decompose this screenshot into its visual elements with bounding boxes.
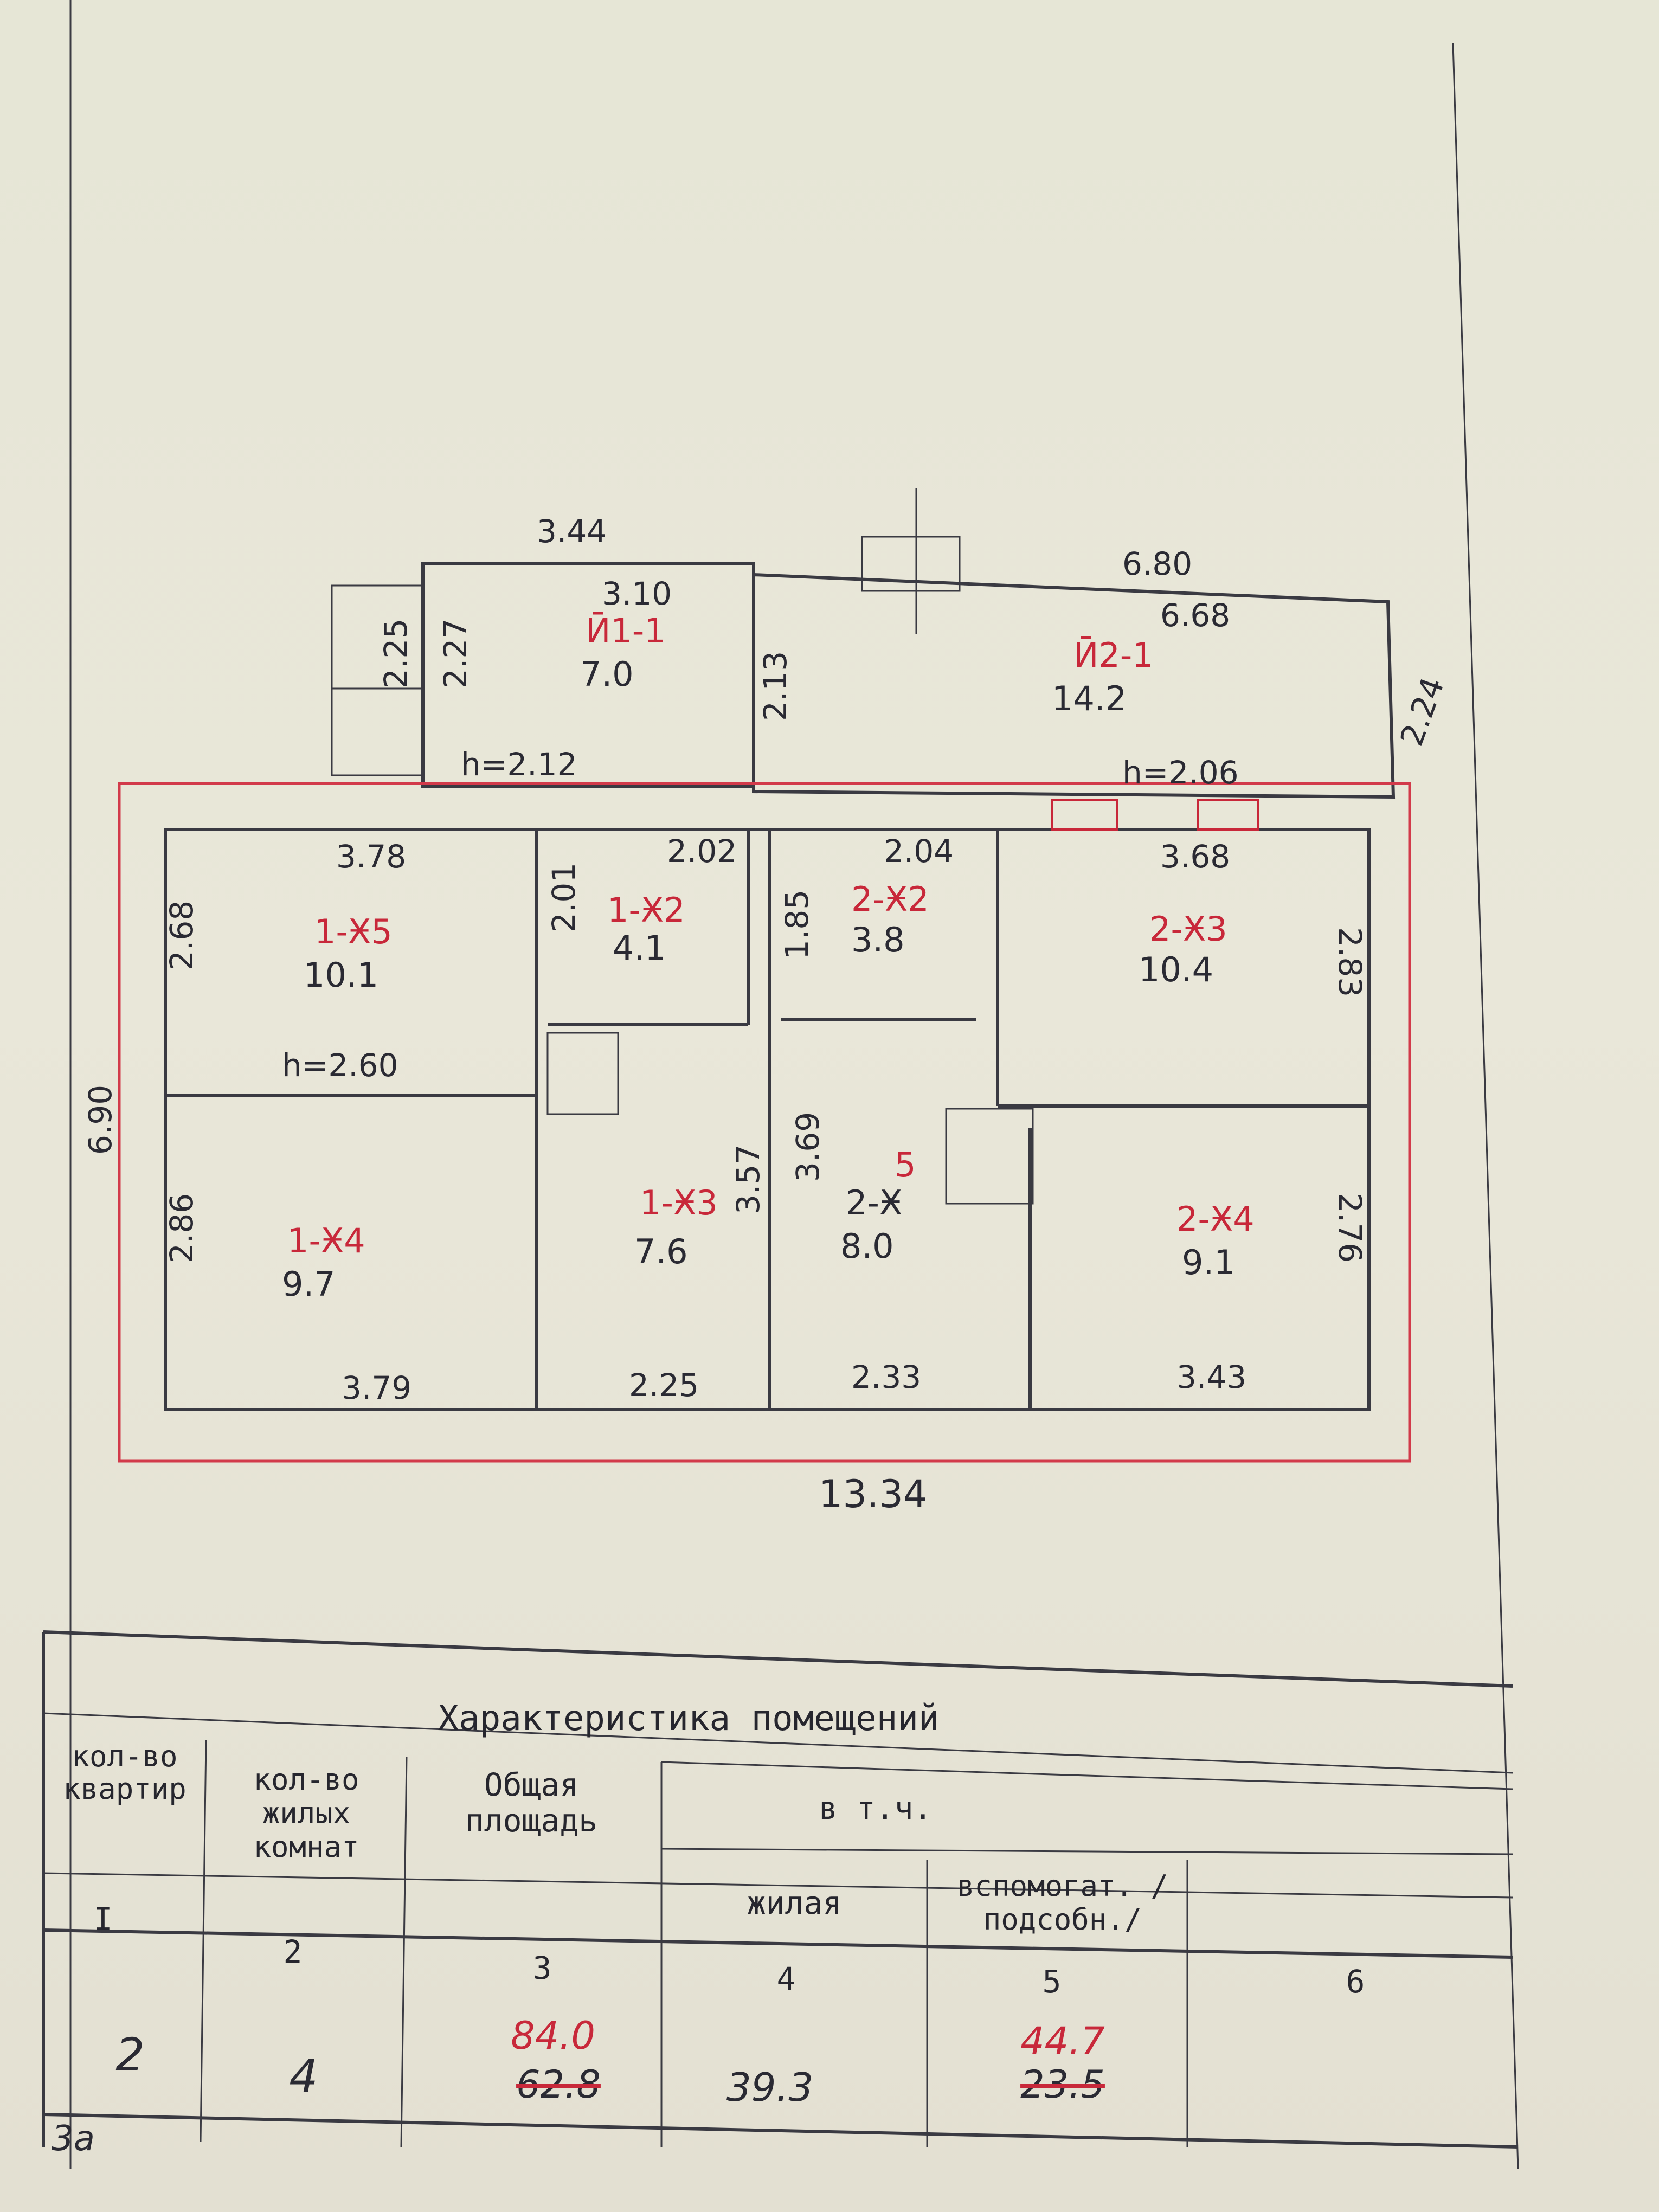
col-number-2: 2	[283, 1933, 303, 1970]
room-label-r22: 2-Ӿ2	[851, 879, 929, 919]
room-area-a1: 7.0	[580, 654, 634, 694]
room-area-r14: 9.7	[282, 1264, 336, 1304]
header-living: жилая	[747, 1885, 842, 1921]
dim-room23-h: 2.83	[1332, 927, 1368, 997]
dim-annex2-inner: 6.68	[1160, 597, 1230, 634]
dim-annex-width: 3.44	[537, 513, 607, 550]
header-col6	[1193, 1865, 1496, 1941]
hatch-marks	[1051, 799, 1259, 831]
dim-corridor-h: 1.85	[779, 890, 815, 960]
dim-annex2-side: 2.24	[1393, 672, 1451, 751]
dim-main-top: 6.80	[1122, 545, 1192, 582]
dim-room12-w: 2.02	[667, 833, 737, 870]
col-number-5: 5	[1042, 1963, 1062, 2000]
dim-annex1-height: h=2.12	[461, 746, 577, 783]
annex-2-walls	[752, 488, 1396, 799]
page-frame	[69, 0, 1519, 2169]
room-area-a2: 14.2	[1052, 679, 1127, 718]
dim-room12-h: 2.01	[545, 863, 582, 933]
dim-bottom-w4: 3.43	[1176, 1359, 1246, 1396]
room-area-r24: 8.0	[840, 1226, 894, 1266]
room-label-r12: 1-Ӿ2	[607, 890, 685, 930]
table-grid	[42, 1630, 1519, 2149]
dim-annex1-inner: 3.10	[602, 575, 672, 612]
dim-total-width: 13.34	[819, 1472, 927, 1516]
dim-annex1-h1: 2.25	[377, 619, 414, 689]
dim-bottom-w2: 2.25	[629, 1367, 699, 1404]
value-living-area: 39.3	[726, 2065, 814, 2110]
room-label-r23: 2-Ӿ3	[1149, 909, 1227, 949]
col-number-3: 3	[532, 1950, 552, 1986]
col-number-1: I	[93, 1901, 113, 1938]
table-title: Характеристика помещений	[438, 1699, 940, 1739]
dim-room15-h: 2.68	[163, 901, 200, 970]
dim-room15-w: 3.78	[336, 838, 406, 875]
dim-room24-h: 3.69	[789, 1112, 826, 1182]
value-auxiliary-original: 23.5	[1020, 2062, 1105, 2107]
room-area-r15: 10.1	[304, 955, 378, 995]
room-label-r24: 2-Ӿ	[846, 1183, 902, 1223]
main-walls	[118, 782, 1411, 1463]
header-living-rooms: кол-во жилых комнат	[253, 1763, 359, 1864]
dim-annex1-h3: 2.13	[757, 651, 794, 721]
room-label-r15: 1-Ӿ5	[314, 912, 393, 951]
room-area-r34: 9.1	[1182, 1243, 1236, 1282]
header-auxiliary: вспомогат. /подсобн./	[956, 1869, 1169, 1937]
dim-room14-h: 2.86	[163, 1193, 200, 1263]
room-labels: Ӣ1-1 7.0 Ӣ2-1 14.2 1-Ӿ5 10.1 1-Ӿ2 4.1 2-…	[282, 611, 1255, 1304]
dim-annex1-h2: 2.27	[437, 619, 474, 689]
value-auxiliary-corrected: 44.7	[1020, 2019, 1105, 2063]
room-mark-r24: 5	[895, 1145, 916, 1185]
room-label-a2: Ӣ2-1	[1073, 635, 1154, 675]
room-area-r12: 4.1	[613, 928, 666, 968]
col-number-6: 6	[1346, 1963, 1365, 2000]
room-label-r13: 1-Ӿ3	[640, 1183, 718, 1223]
room-area-r22: 3.8	[851, 920, 905, 960]
value-col6	[1193, 2060, 1496, 2114]
value-apartments: 2	[115, 2028, 145, 2081]
room-area-r23: 10.4	[1139, 950, 1213, 989]
dim-room13-h: 3.57	[730, 1144, 767, 1214]
dim-room22-w: 2.04	[884, 833, 954, 870]
room-label-a1: Ӣ1-1	[586, 611, 666, 651]
dim-bottom-w3: 2.33	[851, 1359, 921, 1396]
value-living-rooms: 4	[289, 2050, 318, 2103]
room-label-r14: 1-Ӿ4	[287, 1221, 365, 1261]
dim-bottom-w1: 3.79	[342, 1369, 411, 1406]
value-total-area-original: 62.8	[516, 2062, 601, 2107]
dim-room34-h: 2.76	[1332, 1193, 1368, 1263]
dim-left-total: 6.90	[82, 1085, 119, 1155]
col-number-4: 4	[776, 1960, 796, 1997]
header-total-area: Общая площадь	[465, 1766, 598, 1839]
header-including: в т.ч.	[819, 1790, 933, 1827]
corner-note: 3а	[52, 2119, 95, 2159]
dim-room23-w: 3.68	[1160, 838, 1230, 875]
dim-left-height: h=2.60	[282, 1047, 398, 1084]
header-apartments: кол-во квартир	[63, 1739, 187, 1806]
value-total-area-corrected: 84.0	[511, 2014, 595, 2058]
dim-annex2-height: h=2.06	[1122, 754, 1239, 791]
room-label-r34: 2-Ӿ4	[1176, 1199, 1255, 1239]
room-area-r13: 7.6	[634, 1232, 688, 1271]
